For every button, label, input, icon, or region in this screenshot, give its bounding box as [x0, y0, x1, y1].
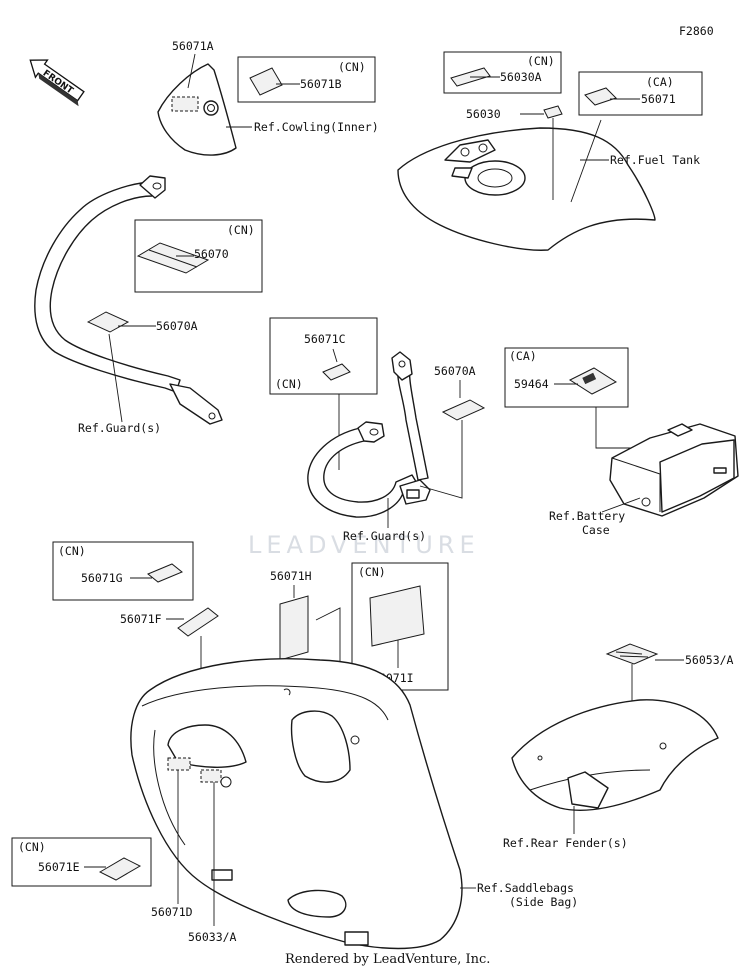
decal-56030: [543, 105, 563, 119]
decal-56071F: [177, 607, 219, 637]
cn-tag-56070: (CN): [227, 223, 255, 237]
ref-guard-left: Ref.Guard(s): [78, 421, 161, 435]
cn-tag-56071G: (CN): [58, 544, 86, 558]
part-56071H-label: 56071H: [270, 569, 312, 583]
box-56070: [134, 219, 263, 293]
cn-tag-56071C: (CN): [275, 377, 303, 391]
part-56030A-label: 56030A: [500, 70, 542, 84]
ca-tag-59464: (CA): [509, 349, 537, 363]
part-56071-label: 56071: [641, 92, 676, 106]
part-56071F-label: 56071F: [120, 612, 162, 626]
cn-tag-56030A: (CN): [527, 54, 555, 68]
decal-56071B: [249, 67, 283, 96]
box-56071E: [11, 837, 152, 887]
decal-56071C: [322, 363, 351, 381]
ref-rear-fender: Ref.Rear Fender(s): [503, 836, 628, 850]
fuel-tank-part: [397, 127, 656, 251]
part-56071E-label: 56071E: [38, 860, 80, 874]
part-56071D-label: 56071D: [151, 905, 193, 919]
leader-56071A: [187, 53, 196, 89]
box-59464: [504, 347, 629, 408]
part-56053A-label: 56053/A: [685, 653, 734, 667]
part-56071C-label: 56071C: [304, 332, 346, 346]
box-56071C: [269, 317, 378, 395]
figure-code: F2860: [679, 24, 714, 38]
part-56033A-label: 56033/A: [188, 930, 237, 944]
part-56071A-label: 56071A: [172, 39, 214, 53]
part-56071B-label: 56071B: [300, 77, 342, 91]
part-56070-label: 56070: [194, 247, 229, 261]
box-56030A: [443, 51, 562, 94]
ref-saddlebags-1: Ref.Saddlebags: [477, 881, 574, 895]
guard-left-part: [34, 175, 223, 425]
decal-56071: [584, 87, 617, 106]
decal-56053A: [605, 643, 659, 665]
cn-tag-56071B: (CN): [338, 60, 366, 74]
part-56071G-label: 56071G: [81, 571, 123, 585]
ref-battery-case-1: Ref.Battery: [549, 509, 625, 523]
decal-56070A-left: [86, 311, 130, 333]
ca-tag-56071: (CA): [646, 75, 674, 89]
part-59464-label: 59464: [514, 377, 549, 391]
decal-56071I: [369, 585, 425, 647]
cowling-inner-part: [157, 63, 237, 156]
guard-center-part: [307, 351, 431, 518]
part-56070A-left-label: 56070A: [156, 319, 198, 333]
part-56070A-center-label: 56070A: [434, 364, 476, 378]
ref-guard-center: Ref.Guard(s): [343, 529, 426, 543]
watermark: LEADVENTURE: [248, 531, 480, 559]
ref-cowling-inner: Ref.Cowling(Inner): [254, 120, 379, 134]
ref-battery-case-2: Case: [582, 523, 610, 537]
cn-tag-56071I: (CN): [358, 565, 386, 579]
box-56071B: [237, 56, 376, 103]
decal-59464: [568, 367, 618, 395]
battery-case-part: [609, 423, 739, 517]
rear-fender-part: [511, 699, 719, 811]
footer-credit: Rendered by LeadVenture, Inc.: [285, 952, 490, 967]
decal-56071G: [147, 563, 183, 583]
box-56071G: [52, 541, 194, 601]
ref-saddlebags-2: (Side Bag): [509, 895, 578, 909]
ref-fuel-tank: Ref.Fuel Tank: [610, 153, 700, 167]
front-arrow-icon: FRONT: [29, 59, 85, 107]
cn-tag-56071E: (CN): [18, 840, 46, 854]
decal-56070A-center: [441, 399, 486, 421]
decal-56071E: [98, 857, 142, 881]
box-56071: [578, 71, 703, 116]
decal-56071H: [279, 595, 309, 661]
part-56030-label: 56030: [466, 107, 501, 121]
